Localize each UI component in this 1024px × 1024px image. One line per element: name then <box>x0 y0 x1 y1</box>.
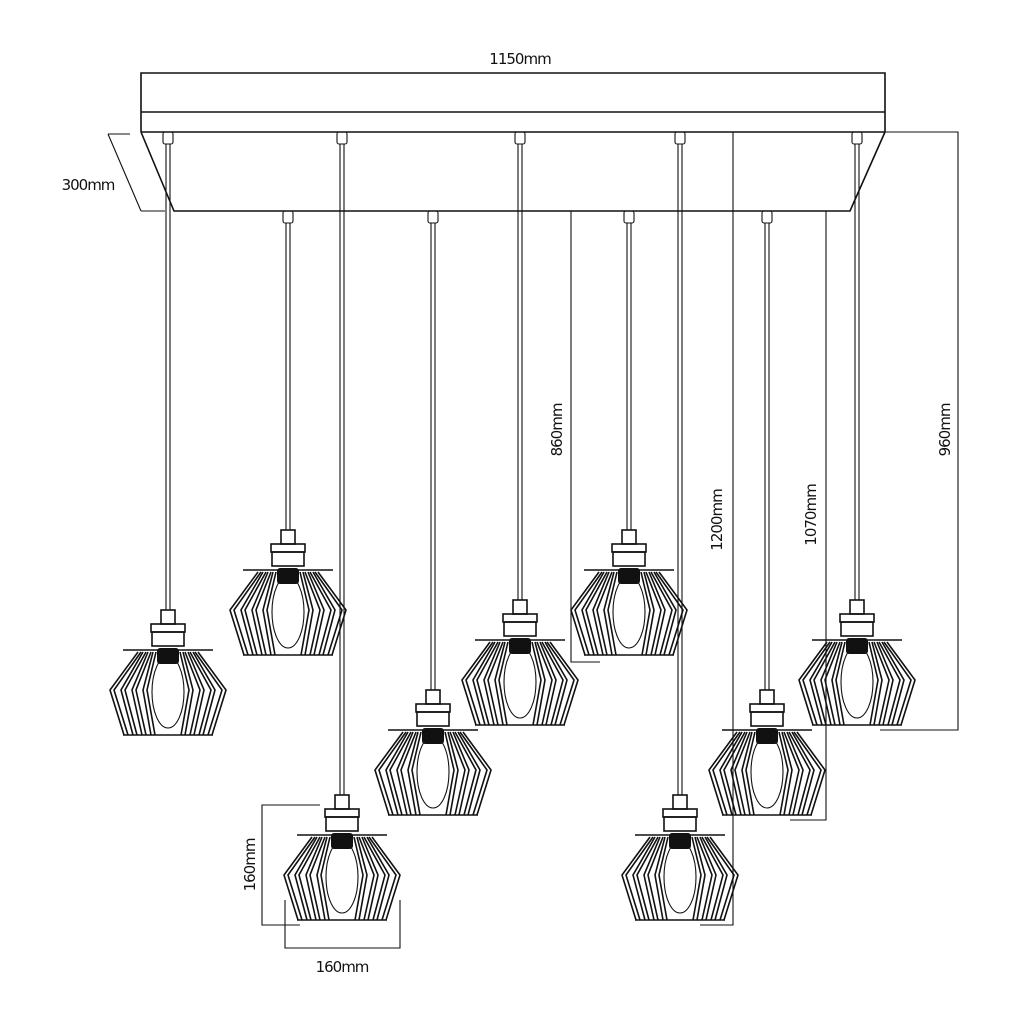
ceiling-mount <box>851 131 863 145</box>
cable <box>677 144 683 795</box>
wire-shade <box>708 731 826 816</box>
wire-shade <box>570 571 688 656</box>
bulb-cap <box>422 728 444 744</box>
cable <box>764 223 770 690</box>
socket-ring <box>662 808 698 818</box>
socket-body <box>750 711 784 727</box>
socket-collar <box>160 609 176 625</box>
drop-dimension-1070: 1070mm <box>770 210 827 821</box>
socket-ring <box>839 613 875 623</box>
drop-860-label: 860mm <box>548 403 566 456</box>
drop-dimension-1200: 1200mm <box>690 131 734 926</box>
canopy <box>140 131 886 212</box>
bulb-cap <box>846 638 868 654</box>
ceiling-mount <box>336 131 348 145</box>
bulb <box>151 655 185 729</box>
bulb <box>840 645 874 719</box>
ceiling-mount <box>282 210 294 224</box>
cable <box>854 144 860 600</box>
socket-body <box>663 816 697 832</box>
bulb <box>612 575 646 649</box>
socket-ring <box>749 703 785 713</box>
wire-shade <box>798 641 916 726</box>
socket-body <box>271 551 305 567</box>
bulb <box>663 840 697 914</box>
pendant-8 <box>708 210 826 816</box>
drop-dimension-860: 860mm <box>548 210 620 663</box>
wire-shade <box>461 641 579 726</box>
bulb-cap <box>669 833 691 849</box>
ceiling-mount <box>761 210 773 224</box>
bulb <box>750 735 784 809</box>
wire-shade <box>283 836 401 921</box>
socket-ring <box>611 543 647 553</box>
socket-body <box>416 711 450 727</box>
ceiling-mount <box>514 131 526 145</box>
ceiling-mount <box>674 131 686 145</box>
pendant-5 <box>461 131 579 726</box>
wire-shade <box>374 731 492 816</box>
shade-height-label: 160mm <box>241 838 259 891</box>
socket-collar <box>334 794 350 810</box>
bulb-cap <box>277 568 299 584</box>
wire-shade <box>109 651 227 736</box>
bulb-cap <box>618 568 640 584</box>
socket-collar <box>512 599 528 615</box>
wire-shade <box>621 836 739 921</box>
socket-body <box>840 621 874 637</box>
socket-collar <box>425 689 441 705</box>
wire-shade <box>229 571 347 656</box>
socket-ring <box>150 623 186 633</box>
bulb-cap <box>509 638 531 654</box>
shade-width-label: 160mm <box>316 958 369 976</box>
ceiling-mount <box>162 131 174 145</box>
socket-body <box>325 816 359 832</box>
socket-collar <box>280 529 296 545</box>
bulb <box>271 575 305 649</box>
cable <box>517 144 523 600</box>
width-dimension: 1150mm <box>140 50 886 132</box>
pendant-6 <box>570 210 688 656</box>
cable <box>165 144 171 610</box>
ceiling-mount <box>427 210 439 224</box>
socket-collar <box>672 794 688 810</box>
bulb-cap <box>331 833 353 849</box>
bulb-cap <box>756 728 778 744</box>
socket-ring <box>415 703 451 713</box>
drop-1200-label: 1200mm <box>708 489 726 551</box>
cable <box>339 144 345 795</box>
cable <box>626 223 632 530</box>
socket-ring <box>324 808 360 818</box>
ceiling-mount <box>623 210 635 224</box>
pendant-2 <box>229 210 347 656</box>
pendant-1 <box>109 131 227 736</box>
cable <box>430 223 436 690</box>
bulb <box>503 645 537 719</box>
bulb <box>325 840 359 914</box>
socket-body <box>612 551 646 567</box>
bulb-cap <box>157 648 179 664</box>
bulb <box>416 735 450 809</box>
shade-width-dimension: 160mm <box>284 900 401 976</box>
width-label: 1150mm <box>489 50 551 68</box>
depth-label: 300mm <box>62 176 115 194</box>
drop-dimension-960: 960mm <box>870 131 959 731</box>
socket-ring <box>270 543 306 553</box>
cable <box>285 223 291 530</box>
depth-dimension: 300mm <box>62 133 165 212</box>
pendant-4 <box>374 210 492 816</box>
drop-960-label: 960mm <box>936 403 954 456</box>
socket-body <box>151 631 185 647</box>
shade-height-dimension: 160mm <box>241 804 320 926</box>
pendant-7 <box>621 131 739 921</box>
socket-collar <box>849 599 865 615</box>
pendants <box>109 131 916 921</box>
pendant-3 <box>283 131 401 921</box>
socket-ring <box>502 613 538 623</box>
pendant-9 <box>798 131 916 726</box>
drop-1070-label: 1070mm <box>802 484 820 546</box>
socket-body <box>503 621 537 637</box>
socket-collar <box>759 689 775 705</box>
socket-collar <box>621 529 637 545</box>
